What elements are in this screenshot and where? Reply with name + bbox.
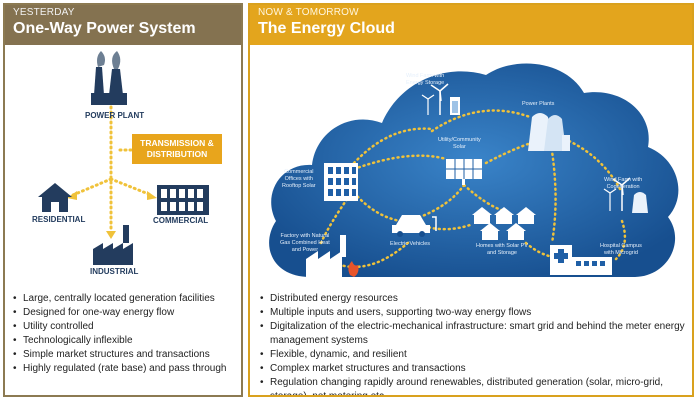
power-plant-label: POWER PLANT <box>85 111 145 120</box>
solar-panel-icon <box>446 159 482 185</box>
wind-storage-label: Wind Farm with Energy Storage <box>406 73 445 86</box>
transmission-label: TRANSMISSION & <box>140 138 214 148</box>
list-item: Simple market structures and transaction… <box>13 348 239 362</box>
energy-cloud-diagram: Wind Farm with Energy Storage Power Plan… <box>250 45 692 285</box>
now-tomorrow-label: NOW & TOMORROW <box>258 7 359 18</box>
distribution-label: DISTRIBUTION <box>146 149 208 159</box>
power-plant-cooling-towers-icon <box>528 113 570 151</box>
wind-turbine-icon <box>421 83 449 115</box>
electric-vehicle-icon <box>392 215 437 237</box>
list-item: Utility controlled <box>13 320 239 334</box>
residential-label: RESIDENTIAL <box>32 215 86 224</box>
battery-storage-icon <box>450 97 460 115</box>
list-item: Digitalization of the electric-mechanica… <box>260 320 690 348</box>
list-item: Multiple inputs and users, supporting tw… <box>260 306 690 320</box>
electric-vehicles-label: Electric Vehicles <box>390 241 431 247</box>
homes-icon <box>472 207 536 240</box>
hospital-icon <box>550 245 612 275</box>
list-item: Large, centrally located generation faci… <box>13 292 239 306</box>
one-way-diagram: POWER PLANT TRANSMISSION & DISTRIBUTION … <box>5 45 241 285</box>
now-tomorrow-panel: NOW & TOMORROW The Energy Cloud <box>248 3 694 397</box>
list-item: Technologically inflexible <box>13 334 239 348</box>
transmission-distribution-box: TRANSMISSION & DISTRIBUTION <box>132 134 222 164</box>
community-solar-label: Utility/Community Solar <box>438 137 481 150</box>
industrial-factory-icon <box>93 225 133 265</box>
residential-house-icon <box>38 183 72 212</box>
list-item: Regulation changing rapidly around renew… <box>260 376 690 395</box>
yesterday-header: YESTERDAY One-Way Power System <box>5 5 241 45</box>
power-plant-icon <box>91 51 127 105</box>
power-plants-label: Power Plants <box>522 101 555 107</box>
one-way-flow-arrows <box>71 105 153 232</box>
commercial-label: COMMERCIAL <box>153 216 209 225</box>
commercial-building-icon <box>157 185 209 215</box>
yesterday-bullet-list: Large, centrally located generation faci… <box>13 292 239 376</box>
factory-icon <box>306 235 359 277</box>
list-item: Distributed energy resources <box>260 292 690 306</box>
homes-label: Homes with Solar PV and Storage <box>476 243 528 256</box>
now-tomorrow-header: NOW & TOMORROW The Energy Cloud <box>250 5 692 45</box>
yesterday-panel: YESTERDAY One-Way Power System <box>3 3 243 397</box>
yesterday-title: One-Way Power System <box>13 20 196 37</box>
list-item: Highly regulated (rate base) and pass th… <box>13 362 239 376</box>
factory-label: Factory with Natural Gas Combined Heat a… <box>280 233 330 253</box>
energy-cloud-bullet-list: Distributed energy resources Multiple in… <box>260 292 690 395</box>
hospital-label: Hospital Campus with Microgrid <box>600 243 642 256</box>
industrial-label: INDUSTRIAL <box>90 267 139 276</box>
wind-cogeneration-icon <box>603 177 631 211</box>
yesterday-label: YESTERDAY <box>13 7 75 18</box>
list-item: Complex market structures and transactio… <box>260 362 690 376</box>
energy-cloud-title: The Energy Cloud <box>258 20 395 37</box>
two-way-flow-arrows <box>318 109 627 269</box>
commercial-offices-label: Commercial Offices with Rooftop Solar <box>282 169 316 189</box>
list-item: Designed for one-way energy flow <box>13 306 239 320</box>
list-item: Flexible, dynamic, and resilient <box>260 348 690 362</box>
commercial-offices-icon <box>324 163 358 201</box>
wind-cogeneration-label: Wind Farm with Cogeneration <box>604 177 643 190</box>
